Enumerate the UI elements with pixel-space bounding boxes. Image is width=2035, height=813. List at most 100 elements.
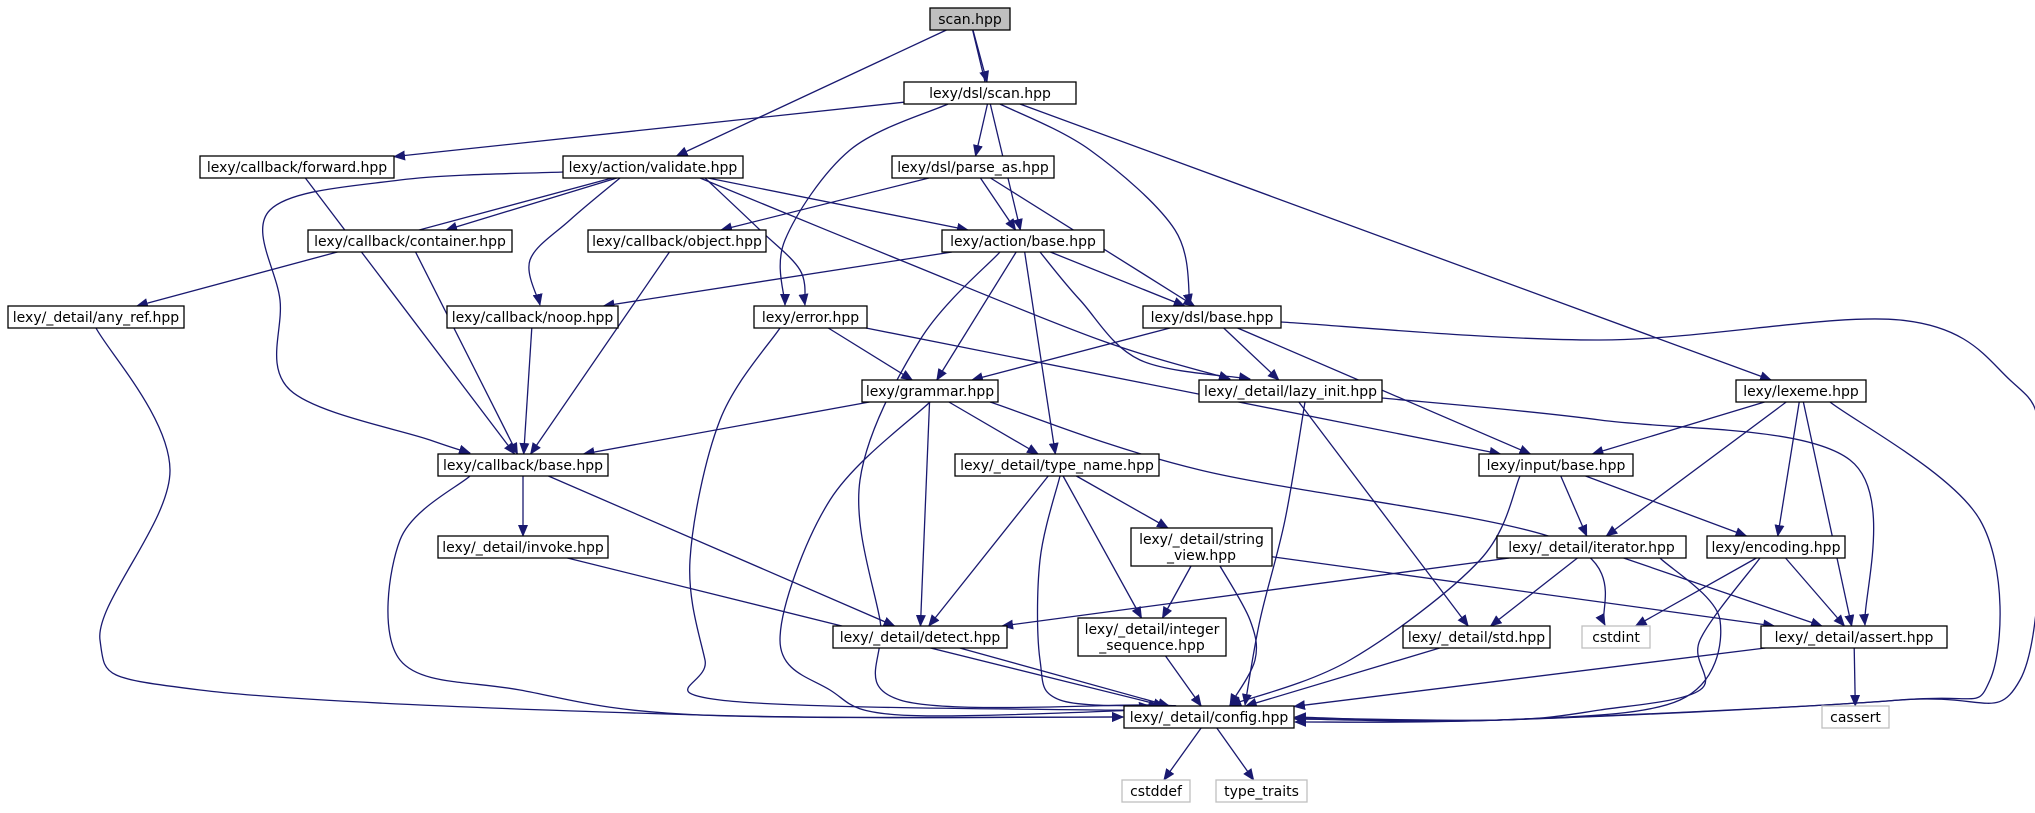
edge-detect-to-config	[959, 647, 1171, 708]
edge-integer_sequence-to-config	[1165, 655, 1202, 707]
node-grammar[interactable]: lexy/grammar.hpp	[861, 379, 999, 403]
edge-error-to-input_base	[865, 327, 1502, 457]
edge-string_view-to-assert	[1271, 556, 1776, 630]
node-label: lexy/_detail/config.hpp	[1130, 710, 1289, 726]
node-assert[interactable]: lexy/_detail/assert.hpp	[1760, 625, 1948, 649]
node-box	[1496, 535, 1687, 559]
edge-input_base-to-config	[1229, 475, 1521, 706]
edge-dsl_scan-to-error	[779, 103, 949, 306]
node-box	[199, 155, 395, 179]
node-dsl_scan[interactable]: lexy/dsl/scan.hpp	[903, 81, 1077, 105]
node-lexeme[interactable]: lexy/lexeme.hpp	[1735, 379, 1867, 403]
node-input_base[interactable]: lexy/input/base.hpp	[1478, 453, 1634, 477]
edge-action_base-to-lazy_init	[1039, 251, 1251, 383]
node-label: lexy/error.hpp	[762, 310, 859, 326]
node-action_base[interactable]: lexy/action/base.hpp	[941, 229, 1105, 253]
node-label: lexy/action/base.hpp	[950, 234, 1096, 250]
node-string_view[interactable]: lexy/_detail/string_view.hpp	[1130, 527, 1273, 567]
node-label: lexy/_detail/detect.hpp	[840, 630, 1001, 646]
node-label: lexy/callback/forward.hpp	[207, 160, 387, 176]
node-cstddef[interactable]: cstddef	[1121, 779, 1191, 803]
node-label: cassert	[1830, 710, 1881, 726]
edge-action_validate-to-error	[704, 177, 809, 306]
node-config[interactable]: lexy/_detail/config.hpp	[1123, 705, 1295, 729]
edge-dsl_scan-to-dsl_base	[999, 103, 1193, 306]
node-box	[1130, 527, 1273, 567]
node-error[interactable]: lexy/error.hpp	[753, 305, 868, 329]
edge-cb_noop-to-cb_base	[519, 327, 533, 455]
node-label: lexy/callback/base.hpp	[443, 458, 603, 474]
node-box	[1215, 779, 1308, 803]
edge-dsl_scan-to-cb_forward	[393, 101, 905, 161]
node-box	[1123, 705, 1295, 729]
edge-action_validate-to-cb_base	[261, 171, 564, 455]
node-cb_forward[interactable]: lexy/callback/forward.hpp	[199, 155, 395, 179]
node-box	[1735, 379, 1867, 403]
edge-type_name-to-integer_sequence	[1062, 475, 1143, 619]
node-box	[891, 155, 1055, 179]
node-box	[941, 229, 1105, 253]
node-label: cstdint	[1592, 630, 1640, 646]
node-cb_base[interactable]: lexy/callback/base.hpp	[437, 453, 609, 477]
node-layer: scan.hpp lexy/dsl/scan.hpp lexy/callback/f…	[7, 7, 1948, 803]
edge-std-to-config	[1244, 647, 1440, 708]
edge-iterator-to-detect	[1001, 557, 1510, 630]
edge-grammar-to-cb_base	[582, 401, 870, 457]
edge-cb_base-to-config	[387, 475, 1124, 722]
edge-lexeme-to-encoding	[1774, 401, 1800, 537]
edge-grammar-to-cstdint	[989, 401, 1607, 626]
node-box	[1706, 535, 1846, 559]
edge-encoding-to-cstdint	[1634, 557, 1757, 627]
node-label: lexy/grammar.hpp	[866, 384, 994, 400]
node-cb_noop[interactable]: lexy/callback/noop.hpp	[446, 305, 619, 329]
node-label: scan.hpp	[938, 12, 1002, 28]
node-label: lexy/_detail/lazy_init.hpp	[1204, 384, 1377, 400]
edge-input_base-to-iterator	[1560, 475, 1588, 537]
node-detect[interactable]: lexy/_detail/detect.hpp	[832, 625, 1008, 649]
node-box	[562, 155, 744, 179]
node-label: lexy/_detail/std.hpp	[1408, 630, 1545, 646]
node-label: lexy/callback/noop.hpp	[452, 310, 614, 326]
node-box	[1581, 625, 1651, 649]
node-iterator[interactable]: lexy/_detail/iterator.hpp	[1496, 535, 1687, 559]
node-box	[1478, 453, 1634, 477]
node-cassert[interactable]: cassert	[1821, 705, 1890, 729]
node-integer_sequence[interactable]: lexy/_detail/integer_sequence.hpp	[1077, 617, 1227, 657]
edge-grammar-to-type_name	[948, 401, 1039, 455]
node-any_ref[interactable]: lexy/_detail/any_ref.hpp	[7, 305, 185, 329]
node-cb_container[interactable]: lexy/callback/container.hpp	[307, 229, 513, 253]
node-dsl_base[interactable]: lexy/dsl/base.hpp	[1142, 305, 1282, 329]
node-box	[1198, 379, 1383, 403]
node-invoke[interactable]: lexy/_detail/invoke.hpp	[437, 535, 609, 559]
edge-assert-to-cassert	[1850, 647, 1861, 707]
edge-action_validate-to-cb_noop	[528, 177, 621, 306]
edge-action_validate-to-cb_container	[445, 177, 618, 232]
node-type_name[interactable]: lexy/_detail/type_name.hpp	[954, 453, 1160, 477]
edge-cb_forward-to-cb_base	[304, 177, 516, 455]
node-cstdint[interactable]: cstdint	[1581, 625, 1651, 649]
edge-action_base-to-grammar	[936, 251, 1017, 381]
node-label: lexy/_detail/type_name.hpp	[960, 458, 1154, 474]
node-label: cstddef	[1130, 784, 1183, 800]
node-label: lexy/_detail/invoke.hpp	[442, 540, 604, 556]
node-scan[interactable]: scan.hpp	[929, 7, 1011, 31]
node-action_validate[interactable]: lexy/action/validate.hpp	[562, 155, 744, 179]
node-std[interactable]: lexy/_detail/std.hpp	[1402, 625, 1551, 649]
node-box	[832, 625, 1008, 649]
node-box	[903, 81, 1077, 105]
node-type_traits[interactable]: type_traits	[1215, 779, 1308, 803]
node-label: lexy/lexeme.hpp	[1743, 384, 1859, 400]
edge-action_validate-to-action_base	[707, 177, 969, 233]
node-label: lexy/encoding.hpp	[1712, 540, 1841, 556]
edge-config-to-type_traits	[1216, 727, 1255, 781]
node-encoding[interactable]: lexy/encoding.hpp	[1706, 535, 1846, 559]
node-dsl_parse_as[interactable]: lexy/dsl/parse_as.hpp	[891, 155, 1055, 179]
edge-error-to-config	[686, 327, 1151, 712]
node-cb_object[interactable]: lexy/callback/object.hpp	[587, 229, 767, 253]
edge-lexeme-to-config	[1294, 401, 2001, 727]
node-lazy_init[interactable]: lexy/_detail/lazy_init.hpp	[1198, 379, 1383, 403]
edge-assert-to-config	[1293, 647, 1766, 711]
edge-error-to-grammar	[827, 327, 914, 381]
node-box	[929, 7, 1011, 31]
